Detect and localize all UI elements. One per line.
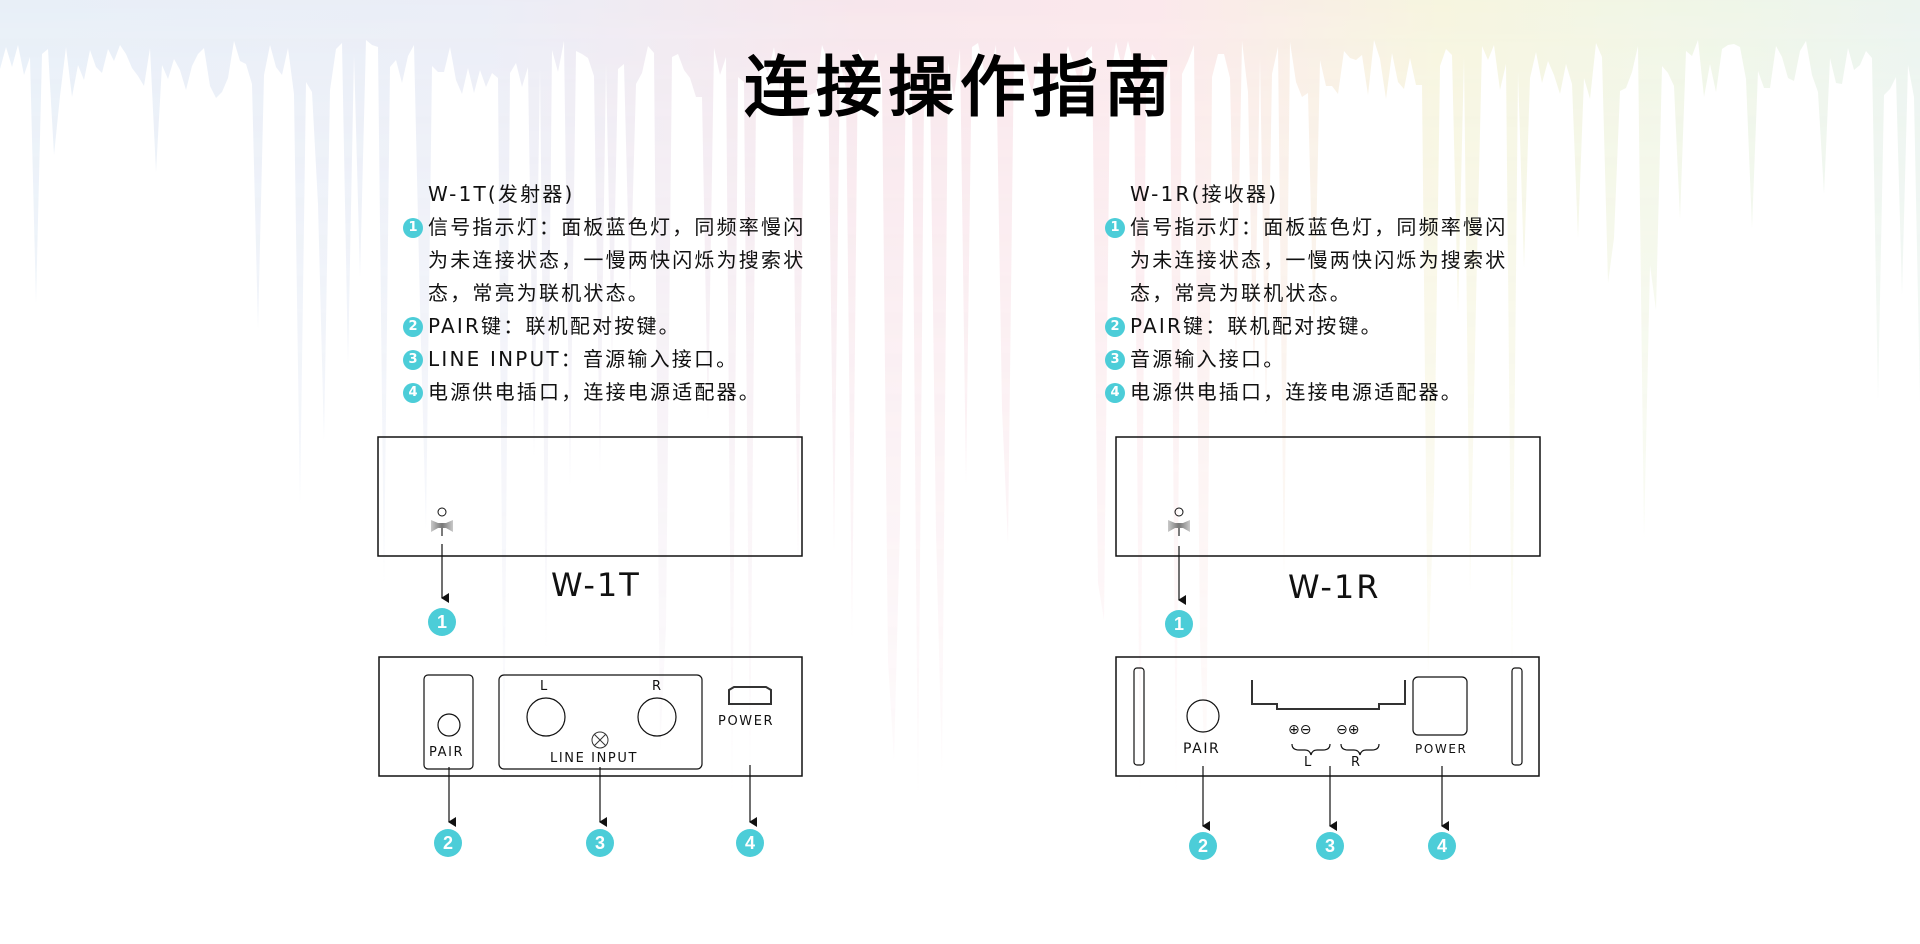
description-line: 为未连接状态，一慢两快闪烁为搜索状 — [428, 248, 806, 272]
number-badge-icon: 4 — [1105, 383, 1125, 403]
description-line: 为未连接状态，一慢两快闪烁为搜索状 — [1130, 248, 1508, 272]
number-badge-icon: 2 — [403, 317, 423, 337]
number-badge-icon: 3 — [403, 350, 423, 370]
power-port-icon — [1412, 676, 1468, 736]
input-left-label: L — [540, 679, 549, 694]
callout-badge-3: 3 — [1316, 832, 1344, 860]
callout-badge-1: 1 — [1165, 610, 1193, 638]
pair-label: PAIR — [429, 745, 465, 760]
callout-badge-2: 2 — [434, 829, 462, 857]
power-label: POWER — [1415, 742, 1468, 756]
transmitter-heading: W-1T(发射器) — [428, 182, 575, 206]
description-line: 态，常亮为联机状态。 — [1130, 281, 1352, 305]
callout-badge-4: 4 — [736, 829, 764, 857]
transmitter-signal-indicator-icon — [431, 507, 453, 536]
callout-badge-4: 4 — [1428, 832, 1456, 860]
description-line: LINE INPUT：音源输入接口。 — [428, 347, 739, 371]
power-label: POWER — [718, 714, 775, 729]
transmitter-model-label: W-1T — [551, 566, 641, 604]
number-badge-icon: 3 — [1105, 350, 1125, 370]
terminal-right-polarity: ⊖⊕ — [1336, 722, 1360, 738]
speaker-terminal-block-icon — [1251, 680, 1406, 710]
input-right-label: R — [652, 679, 663, 694]
receiver-front-panel — [1115, 436, 1541, 557]
receiver-rear-panel — [1115, 656, 1540, 777]
transmitter-front-panel — [377, 436, 803, 557]
callout-badge-2: 2 — [1189, 832, 1217, 860]
receiver-heading: W-1R(接收器) — [1130, 182, 1279, 206]
right-mount-slot — [1511, 667, 1523, 766]
rca-right-jack-icon — [637, 697, 677, 737]
callout-badge-3: 3 — [586, 829, 614, 857]
pair-button-icon — [1186, 699, 1220, 733]
terminal-left-polarity: ⊕⊖ — [1288, 722, 1312, 738]
rca-left-jack-icon — [526, 697, 566, 737]
micro-usb-port-icon — [728, 686, 772, 705]
number-badge-icon: 1 — [403, 218, 423, 238]
description-line: PAIR键：联机配对按键。 — [428, 314, 681, 338]
left-mount-slot — [1133, 667, 1145, 766]
number-badge-icon: 2 — [1105, 317, 1125, 337]
terminal-left-label: L — [1304, 755, 1313, 770]
description-line: 态，常亮为联机状态。 — [428, 281, 650, 305]
description-line: 电源供电插口，连接电源适配器。 — [428, 380, 761, 404]
callout-badge-1: 1 — [428, 608, 456, 636]
receiver-signal-indicator-icon — [1168, 507, 1190, 536]
line-input-label: LINE INPUT — [550, 751, 639, 766]
number-badge-icon: 1 — [1105, 218, 1125, 238]
terminal-right-label: R — [1351, 755, 1362, 770]
description-line: PAIR键：联机配对按键。 — [1130, 314, 1383, 338]
receiver-model-label: W-1R — [1288, 568, 1381, 606]
transmitter-rear-panel — [378, 656, 803, 777]
terminal-brace-right — [1340, 743, 1380, 756]
description-line: 信号指示灯：面板蓝色灯，同频率慢闪 — [428, 215, 806, 239]
description-line: 音源输入接口。 — [1130, 347, 1286, 371]
waveform-shape — [0, 0, 1920, 800]
pair-button-icon — [437, 713, 461, 737]
terminal-brace-left — [1291, 743, 1331, 756]
pair-label: PAIR — [1183, 741, 1221, 757]
description-line: 信号指示灯：面板蓝色灯，同频率慢闪 — [1130, 215, 1508, 239]
number-badge-icon: 4 — [403, 383, 423, 403]
description-line: 电源供电插口，连接电源适配器。 — [1130, 380, 1463, 404]
page-title: 连接操作指南 — [744, 49, 1176, 126]
screw-icon — [591, 731, 609, 749]
